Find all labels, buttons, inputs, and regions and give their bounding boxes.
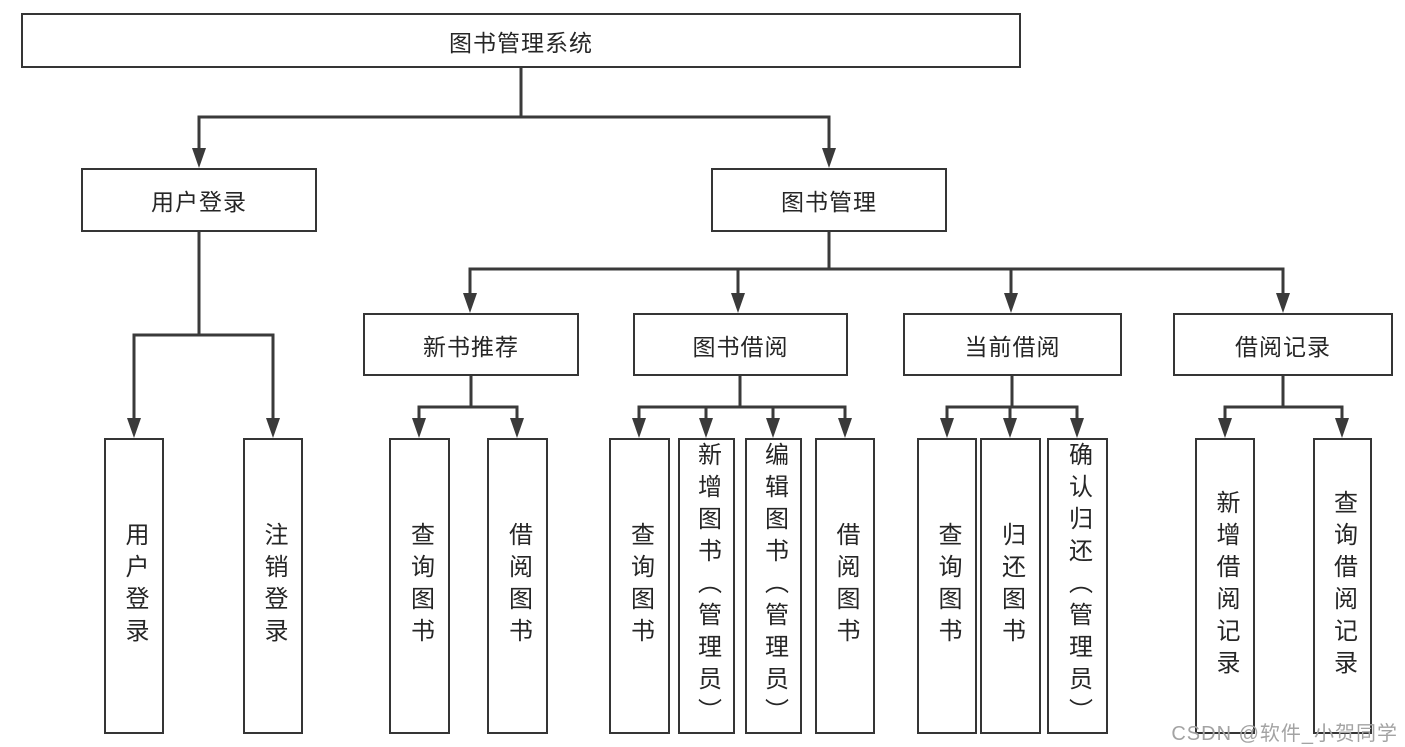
node-book-management: 图书管理 (711, 168, 947, 232)
leaf-label: 新增借阅记录 (1212, 490, 1239, 682)
leaf-label: 查询图书 (934, 522, 961, 650)
leaf-label: 查询图书 (626, 522, 654, 650)
node-label: 用户登录 (151, 189, 247, 215)
leaf-label: 借阅图书 (504, 522, 532, 650)
node-new-book-recommendation: 新书推荐 (363, 313, 579, 376)
leaf-label: 查询借阅记录 (1329, 490, 1357, 682)
leaf-label: 注销登录 (260, 522, 287, 650)
node-book-borrowing: 图书借阅 (633, 313, 848, 376)
leaf-borrowing-edit-books-admin: 编辑图书（管理员） (745, 438, 802, 734)
node-user-login: 用户登录 (81, 168, 317, 232)
leaf-records-add-record: 新增借阅记录 (1195, 438, 1255, 734)
leaf-borrowing-query-books: 查询图书 (609, 438, 670, 734)
node-label: 图书管理系统 (449, 29, 593, 56)
node-label: 新书推荐 (423, 333, 519, 360)
leaf-label: 用户登录 (121, 522, 148, 650)
leaf-current-query-books: 查询图书 (917, 438, 977, 734)
node-borrowing-records: 借阅记录 (1173, 313, 1393, 376)
node-library-management-system: 图书管理系统 (21, 13, 1021, 68)
leaf-user-login: 用户登录 (104, 438, 164, 734)
leaf-logout: 注销登录 (243, 438, 303, 734)
node-current-borrowing: 当前借阅 (903, 313, 1122, 376)
leaf-label: 借阅图书 (832, 522, 859, 650)
leaf-borrowing-add-books-admin: 新增图书（管理员） (678, 438, 735, 734)
leaf-label: 确认归还（管理员） (1064, 442, 1092, 730)
node-label: 图书管理 (781, 189, 877, 215)
leaf-borrowing-borrow-books: 借阅图书 (815, 438, 875, 734)
leaf-recommend-query-books: 查询图书 (389, 438, 450, 734)
leaf-current-return-books: 归还图书 (980, 438, 1041, 734)
leaf-label: 新增图书（管理员） (693, 442, 721, 730)
node-label: 图书借阅 (692, 333, 789, 360)
leaf-label: 归还图书 (997, 522, 1025, 650)
leaf-records-query-record: 查询借阅记录 (1313, 438, 1372, 734)
node-label: 当前借阅 (964, 333, 1061, 360)
node-label: 借阅记录 (1235, 333, 1331, 360)
csdn-watermark: CSDN @软件_小贺同学 (1171, 723, 1398, 745)
leaf-current-confirm-return-admin: 确认归还（管理员） (1047, 438, 1108, 734)
leaf-label: 编辑图书（管理员） (760, 442, 788, 730)
leaf-label: 查询图书 (406, 522, 434, 650)
leaf-recommend-borrow-books: 借阅图书 (487, 438, 548, 734)
